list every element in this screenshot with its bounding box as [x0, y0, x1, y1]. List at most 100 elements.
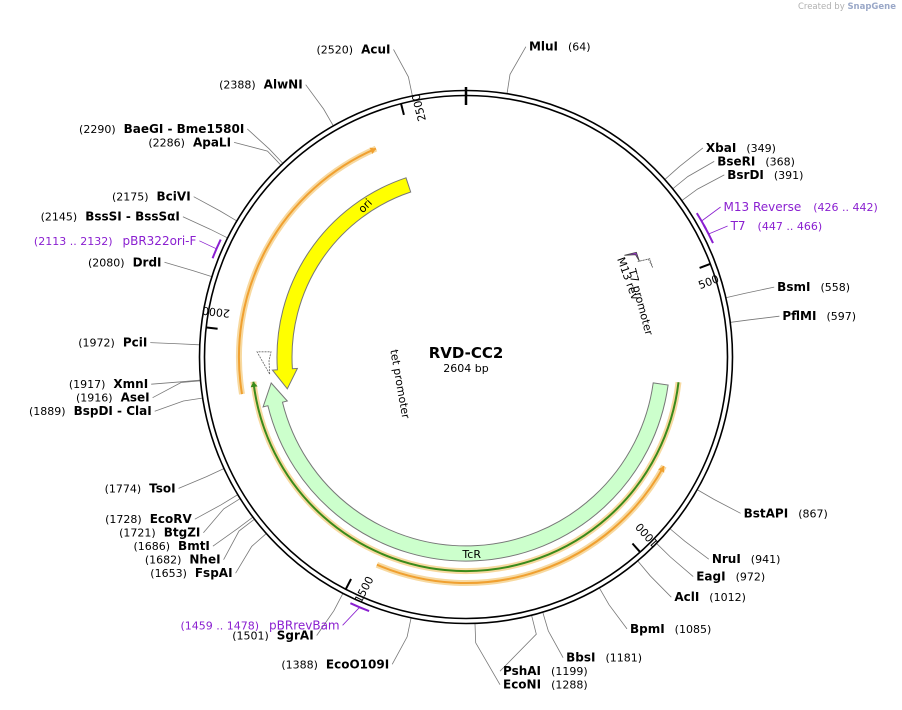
tick-mark: [205, 326, 218, 330]
site-name: EagI: [696, 570, 725, 584]
site-position: (1682): [145, 554, 182, 567]
svg-text:(1972)PciI: (1972) PciI: [78, 336, 147, 350]
primer-arc: [211, 239, 222, 259]
site-connector: [670, 528, 710, 560]
primer-connector: [701, 206, 721, 222]
restriction-site: EcoNI (1288): [503, 678, 588, 692]
site-connector: [178, 468, 224, 489]
site-connector: [542, 612, 564, 658]
svg-text:BstAPI(867): BstAPI(867): [744, 506, 828, 520]
orf-arc: [237, 147, 377, 395]
site-connector: [164, 261, 212, 277]
svg-text:(2286)ApaLI: (2286) ApaLI: [148, 135, 231, 149]
svg-text:(1721)BtgZI: (1721)BtgZI: [119, 526, 200, 540]
primer-arc: [349, 602, 370, 613]
svg-text:(2388)AlwNI: (2388)AlwNI: [219, 78, 303, 92]
site-connector: [154, 397, 203, 412]
restriction-site: NruI (941): [712, 552, 781, 566]
primer-name: T7: [730, 219, 746, 233]
tick-label: 2500: [409, 92, 429, 122]
site-connector: [235, 533, 267, 574]
site-name: SgrAI: [277, 628, 314, 642]
site-position: (2290): [79, 123, 116, 136]
site-name: ApaLI: [193, 135, 231, 149]
site-connector: [151, 379, 201, 385]
site-position: (1012): [709, 591, 746, 604]
site-name: EcoNI: [503, 678, 541, 692]
watermark-prefix: Created by: [797, 2, 845, 12]
primer-range: (2113 .. 2132): [34, 235, 113, 248]
site-name: BbsI: [566, 651, 595, 665]
restriction-site: (1686)BmtI: [133, 539, 209, 553]
site-name: BseRI: [717, 154, 755, 168]
primer-label: (1459 .. 1478)pBRrevBam: [180, 618, 339, 632]
t7-promoter-feature: [637, 258, 654, 268]
tick-label: 500: [697, 272, 721, 292]
restriction-site: (1972) PciI: [78, 336, 147, 350]
restriction-site: PflMI(597): [782, 309, 856, 323]
site-name: BssSI - BssSαI: [85, 210, 180, 224]
site-connector: [152, 380, 201, 399]
svg-text:(2080)DrdI: (2080)DrdI: [88, 255, 162, 269]
site-position: (1972): [78, 337, 115, 350]
restriction-site: BseRI(368): [717, 154, 795, 168]
site-position: (1085): [675, 623, 712, 636]
orf-arcs: [235, 145, 682, 586]
site-name: FspAI: [195, 566, 233, 580]
tick-mark: [399, 102, 405, 116]
svg-text:(1889)BspDI - ClaI: (1889)BspDI - ClaI: [29, 404, 152, 418]
site-connector: [393, 49, 413, 96]
site-connector: [305, 84, 334, 126]
restriction-site: (1388)EcoO109I: [281, 657, 389, 671]
restriction-site: PshAI(1199): [503, 664, 588, 678]
t7-promoter-label: T7 promoter: [625, 266, 656, 337]
site-position: (1728): [105, 513, 142, 526]
site-position: (1181): [605, 652, 642, 665]
restriction-site: (1774)TsoI: [105, 481, 176, 495]
site-connector: [182, 216, 228, 239]
restriction-site: BpmI(1085): [630, 622, 711, 636]
restriction-site: (2520)AcuI: [317, 42, 391, 56]
primer-arc: [702, 224, 714, 244]
restriction-site: (1682) NheI: [145, 553, 221, 567]
restriction-site: (2388)AlwNI: [219, 78, 303, 92]
restriction-site: BstAPI(867): [744, 506, 828, 520]
site-name: EcoO109I: [326, 657, 389, 671]
orf-arrowhead: [658, 466, 665, 473]
primer-range: (1459 .. 1478): [180, 619, 259, 632]
site-connector: [194, 494, 238, 520]
orf-arc: [252, 381, 680, 573]
site-name: PciI: [123, 336, 148, 350]
site-position: (2145): [41, 211, 78, 224]
site-name: MluI: [529, 40, 558, 54]
site-connector: [637, 561, 672, 598]
svg-text:(1653)FspAI: (1653)FspAI: [150, 566, 232, 580]
site-name: NruI: [712, 552, 741, 566]
site-connector: [223, 519, 255, 560]
site-position: (2286): [148, 136, 185, 149]
site-position: (1288): [551, 679, 588, 692]
site-name: NheI: [189, 553, 220, 567]
restriction-site: (1917)XmnI: [69, 377, 148, 391]
site-position: (1916): [76, 392, 113, 405]
site-name: PflMI: [782, 309, 816, 323]
svg-text:BsmI(558): BsmI(558): [777, 280, 850, 294]
site-name: EcoRV: [150, 512, 193, 526]
orf-arrowhead: [250, 381, 258, 388]
tick-label: 1500: [352, 574, 376, 605]
svg-text:BbsI(1181): BbsI (1181): [566, 651, 642, 665]
plasmid-backbone: [198, 87, 734, 625]
site-name: BciVI: [157, 190, 191, 204]
primer-label: M13 Reverse(426 .. 442): [724, 200, 878, 214]
plasmid-name: RVD-CC2: [429, 344, 504, 362]
svg-text:BsrDI(391): BsrDI(391): [727, 168, 803, 182]
site-position: (941): [751, 553, 781, 566]
site-name: DrdI: [133, 255, 162, 269]
site-position: (867): [798, 507, 828, 520]
site-connector: [599, 588, 628, 630]
restriction-site: EagI (972): [696, 570, 765, 584]
svg-text:PshAI(1199): PshAI(1199): [503, 664, 588, 678]
site-position: (972): [736, 571, 766, 584]
snapgene-watermark: Created by SnapGene: [798, 2, 896, 12]
site-name: TsoI: [149, 481, 175, 495]
